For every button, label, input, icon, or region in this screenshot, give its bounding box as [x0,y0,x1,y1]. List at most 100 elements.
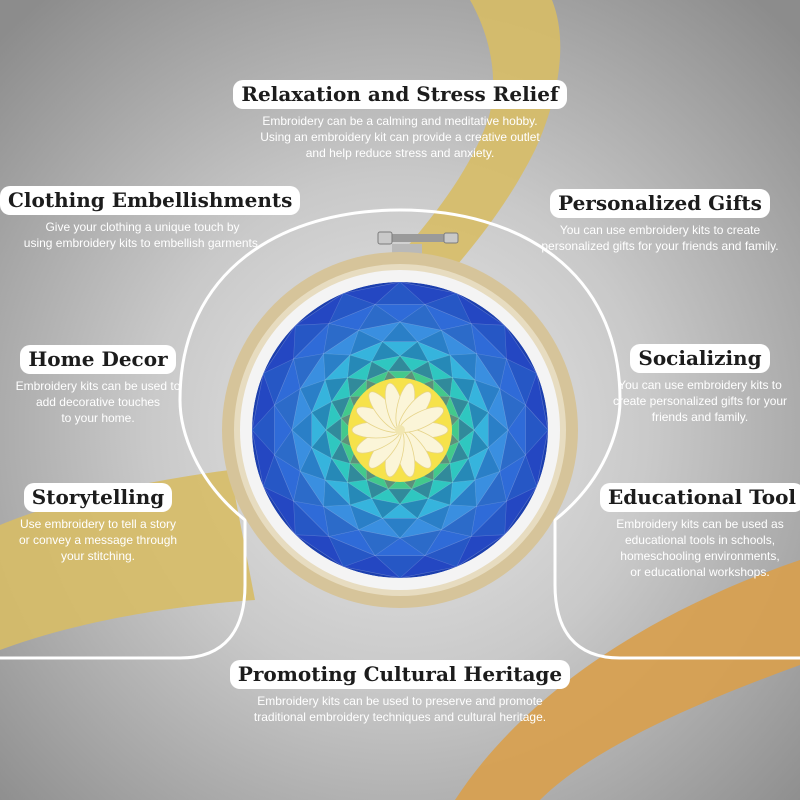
mandala-segment [427,360,454,381]
mandala-segment [449,457,470,484]
mandala-segment [468,401,489,430]
mandala-segment [441,323,477,354]
mandala-segment [433,463,451,481]
title-education: Educational Tool [600,483,800,512]
mandala-segment [388,488,412,504]
mandala-segment [433,463,453,483]
mandala-segment [458,418,474,442]
mandala-segment [424,536,472,567]
desc-education: Embroidery kits can be used as education… [616,517,784,579]
mandala-segment [349,330,383,356]
mandala-segment [468,430,489,459]
mandala-segment [449,479,476,506]
mandala-segment [323,506,359,537]
mandala-segment [293,471,324,507]
section-education: Educational Tool Embroidery kits can be … [600,483,800,580]
mandala-segment [300,379,326,413]
mandala-segment [499,430,526,472]
mandala-segment [452,458,475,483]
mandala-segment [417,330,451,356]
mandala-segment [349,463,367,481]
mandala-segment [347,377,367,397]
mandala-segment [331,441,351,464]
desc-social: You can use embroidery kits to create pe… [612,378,788,424]
mandala-segment [388,356,412,372]
mandala-segment [458,400,475,431]
section-home: Home Decor Embroidery kits can be used t… [0,345,196,426]
title-gifts: Personalized Gifts [550,189,770,218]
mandala-segment [487,387,509,431]
mandala-segment [440,504,478,531]
section-social: Socializing You can use embroidery kits … [600,344,800,425]
title-story: Storytelling [23,483,173,512]
mandala-segment [452,377,475,402]
mandala-segment [375,282,425,305]
desc-story: Use embroidery to tell a story or convey… [18,517,178,563]
white-outline-path [0,208,800,660]
desc-heritage: Embroidery kits can be used to preserve … [253,694,547,724]
mandala-segment [506,454,537,502]
mandala-segment [382,518,418,538]
mandala-segment [349,504,383,530]
mandala-segment [328,293,376,324]
mandala-segment [323,480,350,507]
mandala-segment [499,454,527,503]
mandala-segment [400,304,442,331]
mandala-segment [324,354,351,381]
mandala-segment [325,377,348,402]
mandala-segment [499,388,526,430]
mandala-segment [476,471,507,507]
mandala-segment [411,479,434,499]
mandala-segment [346,360,373,381]
mandala-segment [450,353,477,380]
mandala-segment [400,498,429,519]
mandala-segment [400,529,442,556]
mandala-segment [399,488,430,505]
mandala-segment [330,457,351,484]
mandala-segment [347,355,372,378]
mandala-segment [424,293,472,324]
mandala-segment [323,353,350,380]
section-gifts: Personalized Gifts You can use embroider… [520,189,800,254]
mandala-segment [347,463,367,483]
mandala-segment [366,479,389,499]
section-story: Storytelling Use embroidery to tell a st… [0,483,196,564]
mandala-segment [499,357,527,406]
mandala-segment [382,322,418,342]
mandala-segment [441,506,477,537]
mandala-segment [474,379,500,413]
mandala-segment [449,441,469,464]
mandala-segment [370,355,401,372]
mandala-segment [371,341,400,362]
mandala-segment [263,454,294,502]
mandala-segment [427,479,454,500]
section-clothing: Clothing Embellishments Give your clothi… [0,186,301,251]
section-heritage: Promoting Cultural Heritage Embroidery k… [200,660,600,725]
flower-center [395,425,405,435]
mandala-segment [474,447,500,481]
mandala-segment [324,479,351,506]
mandala-segment [274,430,301,472]
section-relaxation: Relaxation and Stress Relief Embroidery … [200,80,600,161]
mandala-segment [327,303,376,331]
mandala-segment [411,361,434,381]
mandala-segment [417,504,451,530]
mandala-segment [322,504,360,531]
mandala-segment [263,358,294,406]
mandala-segment [525,405,548,455]
mandala-segment [325,458,348,483]
mandala-segment [273,357,301,406]
mandala-segment [311,401,332,430]
orange-band [455,560,800,800]
mandala-segment [458,429,475,460]
mandala-segment [252,405,275,455]
mandala-segment [424,303,473,331]
desc-gifts: You can use embroidery kits to create pe… [541,223,779,253]
mandala-segment [375,555,425,578]
title-clothing: Clothing Embellishments [0,186,301,215]
mandala-segment [346,479,373,500]
mandala-segment [323,323,359,354]
mandala-segment [371,498,400,519]
mandala-segment [449,354,476,381]
